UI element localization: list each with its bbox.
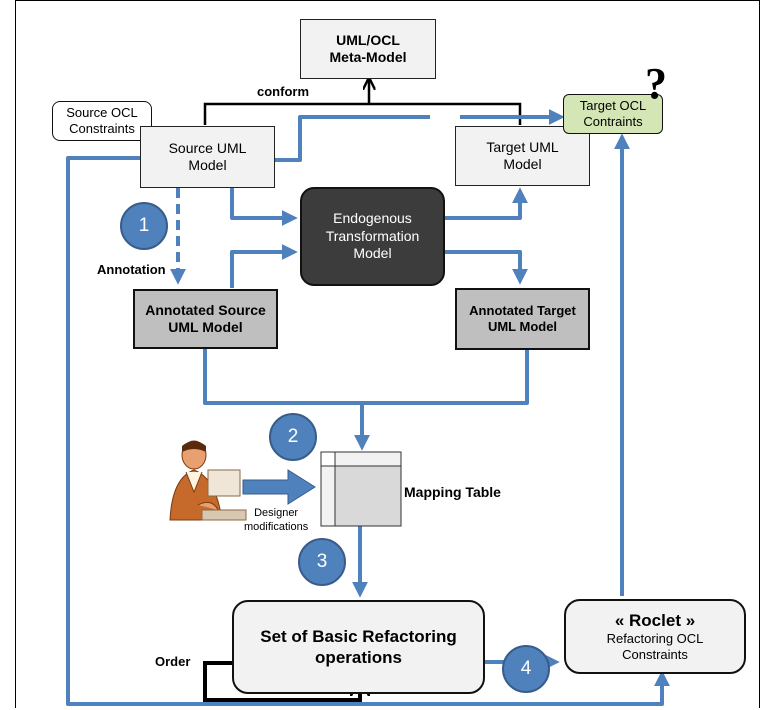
refactoring-operations-box: Set of Basic Refactoring operations (232, 600, 485, 694)
roclet-subtitle: Refactoring OCL Constraints (606, 630, 704, 663)
mapping-table-label: Mapping Table (404, 484, 501, 500)
endogenous-transformation-box: Endogenous Transformation Model (300, 187, 445, 286)
source-uml-box: Source UML Model (140, 126, 275, 188)
target-uml-box: Target UML Model (455, 126, 590, 186)
diagram-frame (15, 0, 760, 708)
roclet-title: « Roclet » (614, 610, 696, 630)
roclet-box: « Roclet » Refactoring OCL Constraints (564, 599, 746, 674)
annotated-target-box: Annotated Target UML Model (455, 288, 590, 350)
conform-label: conform (257, 84, 309, 99)
annotated-source-box: Annotated Source UML Model (133, 289, 278, 349)
source-ocl-box: Source OCL Constraints (52, 101, 152, 141)
annotation-label: Annotation (97, 262, 166, 277)
target-ocl-box: Target OCL Contraints (563, 94, 663, 134)
step-3-circle: 3 (298, 538, 346, 586)
step-4-circle: 4 (502, 645, 550, 693)
designer-arrow (242, 469, 316, 505)
step-2-circle: 2 (269, 413, 317, 461)
order-label: Order (155, 654, 191, 669)
mapping-table-grid (320, 451, 402, 527)
designer-modifications-label: Designer modifications (244, 507, 309, 534)
conform-lines (203, 80, 522, 125)
flow-arrows (66, 109, 670, 706)
meta-model-box: UML/OCL Meta-Model (300, 19, 436, 79)
step-1-circle: 1 (120, 202, 168, 250)
question-mark: ? (645, 59, 667, 108)
designer-figure (169, 440, 247, 521)
